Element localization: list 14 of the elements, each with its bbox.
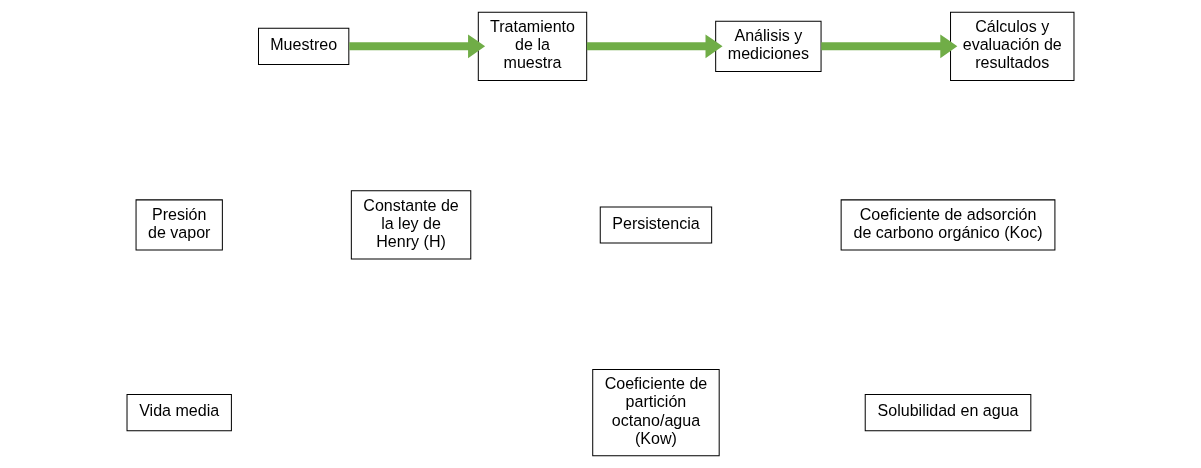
arrow: [821, 34, 958, 59]
node-box: Persistencia: [599, 206, 713, 244]
node-box: Constante de la ley de Henry (H): [350, 190, 472, 260]
node-box: Coeficiente de partición octano/agua (Kow): [592, 369, 720, 457]
arrow: [349, 34, 486, 59]
node-box: Vida media: [126, 394, 232, 432]
node-box: Análisis y mediciones: [715, 20, 822, 72]
node-box: Solubilidad en agua: [864, 394, 1032, 432]
node-box: Cálculos y evaluación de resultados: [950, 11, 1075, 81]
node-box: Muestreo: [258, 27, 350, 65]
node-box: Presión de vapor: [135, 199, 223, 251]
arrow: [586, 34, 723, 59]
node-box: Coeficiente de adsorción de carbono orgánico (Koc): [840, 199, 1056, 251]
node-box: Tratamiento de la muestra: [477, 11, 588, 81]
